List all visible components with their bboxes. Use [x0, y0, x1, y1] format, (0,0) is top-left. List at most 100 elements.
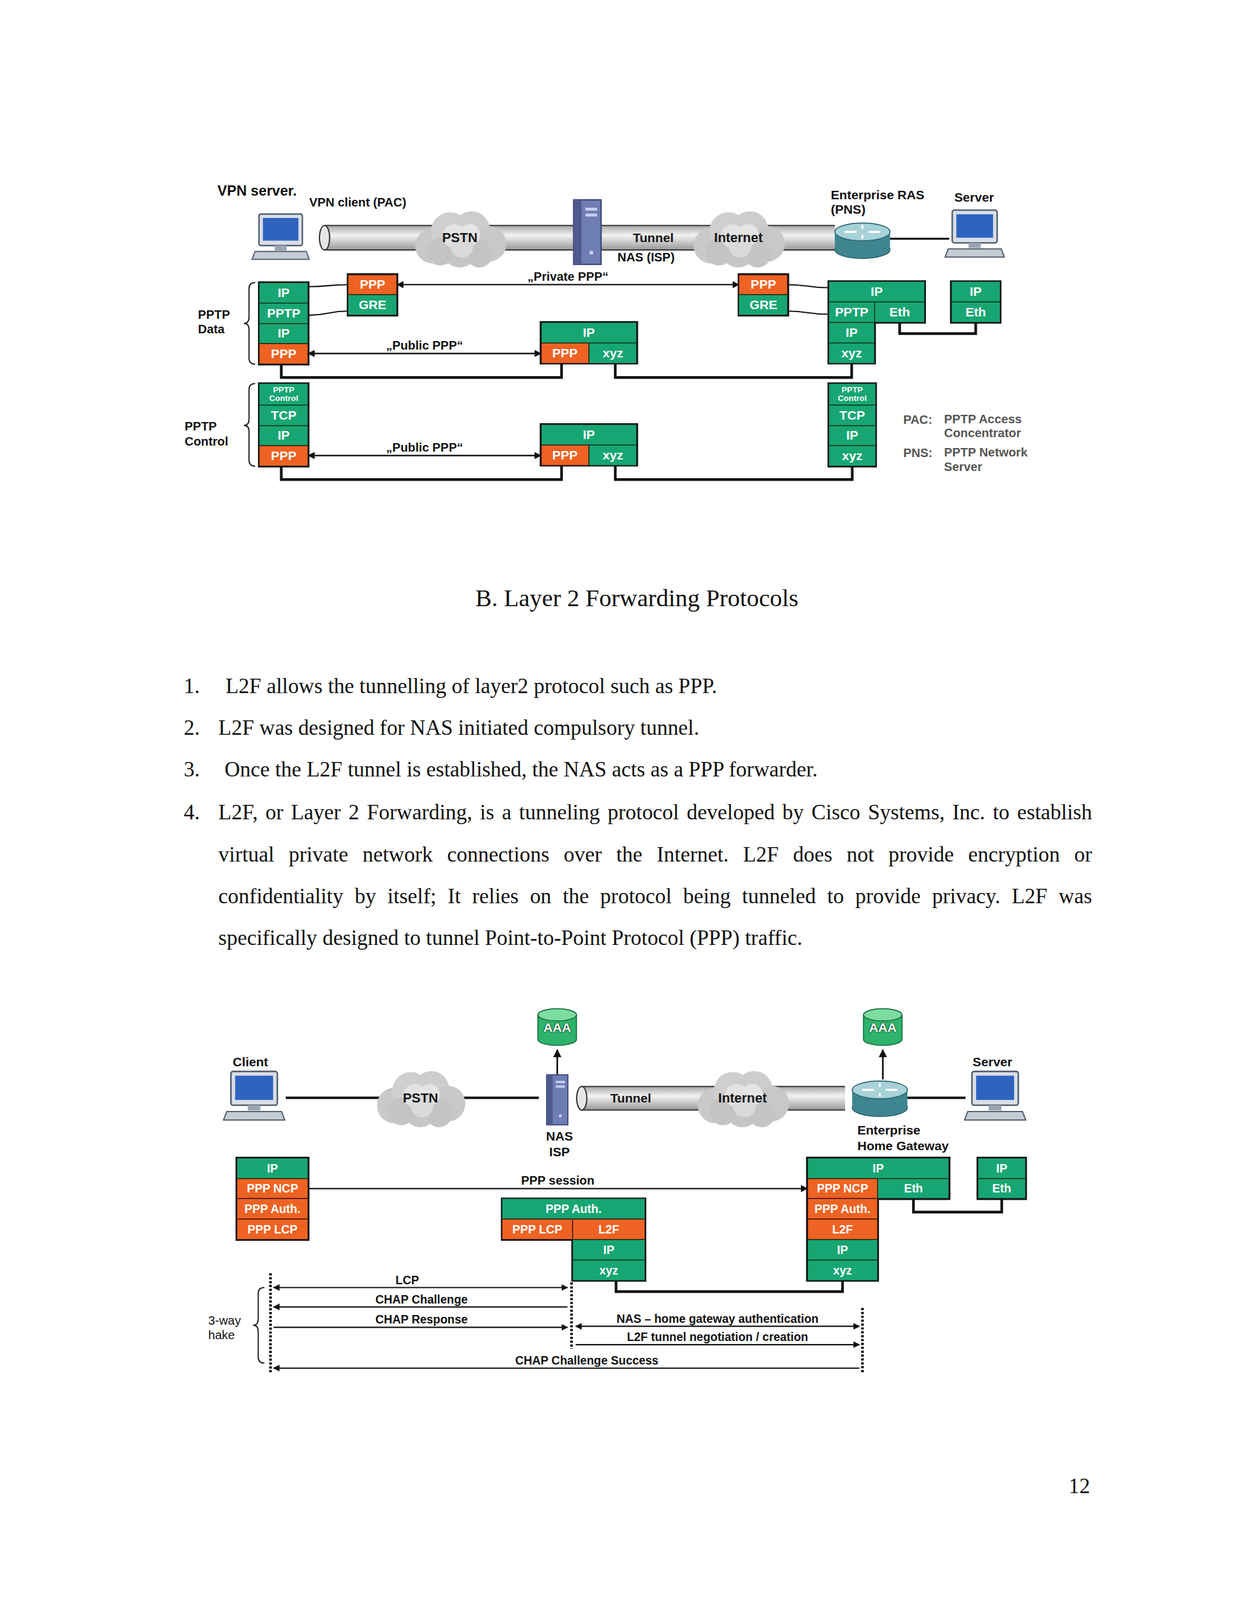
node-text: IP: [969, 285, 982, 299]
protocol-box: IP: [977, 1158, 1026, 1180]
message-label: LCP: [393, 1275, 421, 1287]
message-arrow: [575, 1344, 860, 1346]
node-text: Eth: [904, 1182, 923, 1195]
message-label: L2F tunnel negotiation / creation: [625, 1331, 810, 1344]
message-arrow: [575, 1326, 860, 1328]
lifeline: [269, 1273, 272, 1373]
aaa-link: [881, 1050, 884, 1080]
node-text: TCP: [271, 408, 297, 423]
message-arrow: [273, 1287, 568, 1289]
node-text: L2F: [832, 1223, 854, 1236]
tunnel-pipe-end: [576, 1087, 588, 1111]
node-text: PPTP Control: [262, 385, 306, 403]
ppp-protocol-box: PPP NCP: [807, 1179, 879, 1200]
link-line: [787, 284, 829, 288]
edge-label: PPP session: [518, 1174, 597, 1187]
link-line: [308, 284, 348, 287]
node-text: IP: [582, 428, 595, 442]
lifeline: [861, 1308, 864, 1373]
device-label: NAS ISP: [546, 1128, 574, 1161]
abbreviation-text: PPTP Access Concentrator: [944, 412, 1038, 441]
node-text: PPP: [271, 449, 297, 463]
node-text: PSTN: [402, 1091, 439, 1106]
message-label: CHAP Response: [373, 1314, 470, 1326]
aaa-link: [556, 1050, 559, 1076]
node-text: Tunnel: [632, 231, 675, 245]
node-text: PPP LCP: [247, 1223, 298, 1236]
edge-label: „Public PPP“: [383, 339, 466, 352]
abbreviation: PAC:: [902, 412, 932, 428]
protocol-box: IP: [951, 281, 1001, 303]
protocol-box: Eth: [874, 302, 925, 323]
page-number: 12: [1068, 1473, 1090, 1500]
server-computer: [964, 1072, 1026, 1121]
node-text: Eth: [965, 305, 986, 319]
node-text: xyz: [841, 346, 862, 360]
message-label: NAS – home gateway authentication: [614, 1313, 821, 1326]
arrow-line: [308, 352, 541, 354]
link-line: [281, 465, 562, 481]
protocol-box: GRE: [738, 294, 788, 316]
ppp-protocol-box: L2F: [572, 1219, 646, 1241]
drawing: [223, 199, 1026, 1373]
device-label: NAS (ISP): [617, 250, 675, 265]
link-line: [308, 311, 348, 316]
protocol-box: xyz: [828, 343, 875, 364]
device-label: Enterprise Home Gateway: [857, 1122, 955, 1155]
node-text: IP: [870, 285, 884, 299]
ppp-protocol-box: PPP: [259, 343, 309, 365]
list-number: 4.: [183, 791, 200, 834]
link-line: [787, 311, 829, 315]
aaa-database: AAA: [535, 1008, 579, 1047]
abbreviation: PNS:: [902, 445, 932, 461]
connectors: [281, 284, 1003, 1292]
node-text: PSTN: [442, 230, 478, 245]
ppp-protocol-box: PPP LCP: [501, 1219, 573, 1241]
tunnel-pipe-end: [319, 225, 330, 251]
message-label: CHAP Challenge: [373, 1294, 470, 1306]
protocol-box: xyz: [588, 343, 637, 364]
node-text: IP: [582, 326, 595, 340]
protocol-box: PPTP: [259, 303, 309, 324]
node-text: PPP: [552, 448, 578, 463]
node-text: PPP LCP: [512, 1223, 563, 1236]
message-arrow: [273, 1368, 860, 1370]
node-text: Tunnel: [610, 1092, 652, 1106]
list-item: L2F was designed for NAS initiated compu…: [218, 707, 700, 749]
ppp-protocol-box: PPP NCP: [236, 1179, 309, 1200]
stack-outline: [259, 383, 309, 467]
edge-label: „Private PPP“: [524, 270, 611, 283]
stack-outline: [236, 1158, 309, 1241]
node-text: xyz: [599, 1264, 618, 1277]
ppp-protocol-box: PPP: [738, 274, 788, 296]
message-arrow: [273, 1306, 568, 1308]
node-text: IP: [846, 428, 859, 443]
device-label: Enterprise RAS (PNS): [830, 187, 933, 218]
section-heading: B. Layer 2 Forwarding Protocols: [330, 584, 943, 614]
protocol-box: PPP Auth.: [501, 1198, 646, 1220]
node-text: PPTP Control: [831, 385, 873, 403]
list-number: 1.: [183, 665, 200, 708]
bracket-label: PPTP Data: [198, 307, 231, 338]
ppp-protocol-box: PPP Auth.: [807, 1198, 879, 1220]
node-text: PPP Auth.: [814, 1203, 871, 1216]
link-line: [899, 322, 977, 335]
protocol-box: xyz: [572, 1260, 646, 1282]
protocol-box: xyz: [828, 445, 876, 467]
link-line: [615, 465, 853, 481]
node-text: xyz: [841, 449, 863, 463]
lifelines: [270, 1273, 863, 1373]
protocol-box: xyz: [807, 1260, 879, 1282]
node-text: xyz: [602, 448, 624, 463]
node-text: PPP Auth.: [244, 1203, 301, 1216]
nas-server: [546, 1075, 568, 1126]
node-text: PPP: [552, 346, 578, 360]
arrow-line: [396, 283, 739, 286]
link-line: [281, 363, 562, 379]
client-computer: [223, 1072, 285, 1121]
stack-outline: [828, 383, 876, 467]
stack-outline: [951, 281, 1001, 323]
node-text: PPTP: [835, 305, 869, 319]
ppp-protocol-box: PPP LCP: [236, 1219, 309, 1241]
